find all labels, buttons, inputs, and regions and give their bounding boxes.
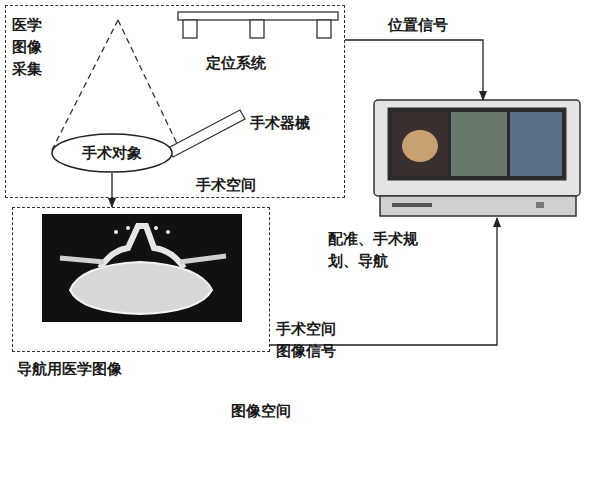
acquisition-label: 医学图像采集 (12, 14, 46, 80)
vertebra-image (42, 214, 242, 322)
positioning-system (178, 12, 338, 38)
node-text: 配准、手术规划、导航 (328, 228, 424, 272)
node-text: 手术空间 (196, 174, 286, 196)
surgical-space-box: 手术空间 手术对象 (5, 5, 345, 198)
node-text: 手术对象 (51, 133, 173, 173)
node-text: 导航用医学图像 (17, 358, 157, 380)
instrument-label: 手术器械 (250, 112, 330, 134)
computer-monitor (374, 100, 580, 216)
connector-arrow (111, 173, 112, 207)
node-text: 图像空间 (231, 400, 321, 422)
image-space-box: 导航用医学图像图像空间 (12, 207, 270, 352)
connector-arrow (345, 40, 483, 100)
surgical-instrument (168, 110, 245, 157)
edge-label: 位置信号 (388, 14, 468, 36)
computer-node: 配准、手术规划、导航 (370, 100, 585, 218)
acquisition-cone (52, 20, 180, 150)
edge-label: 手术空间图像信号 (276, 318, 342, 362)
positioning-label: 定位系统 (206, 52, 286, 74)
surgical-object-ellipse: 手术对象 (51, 133, 173, 173)
